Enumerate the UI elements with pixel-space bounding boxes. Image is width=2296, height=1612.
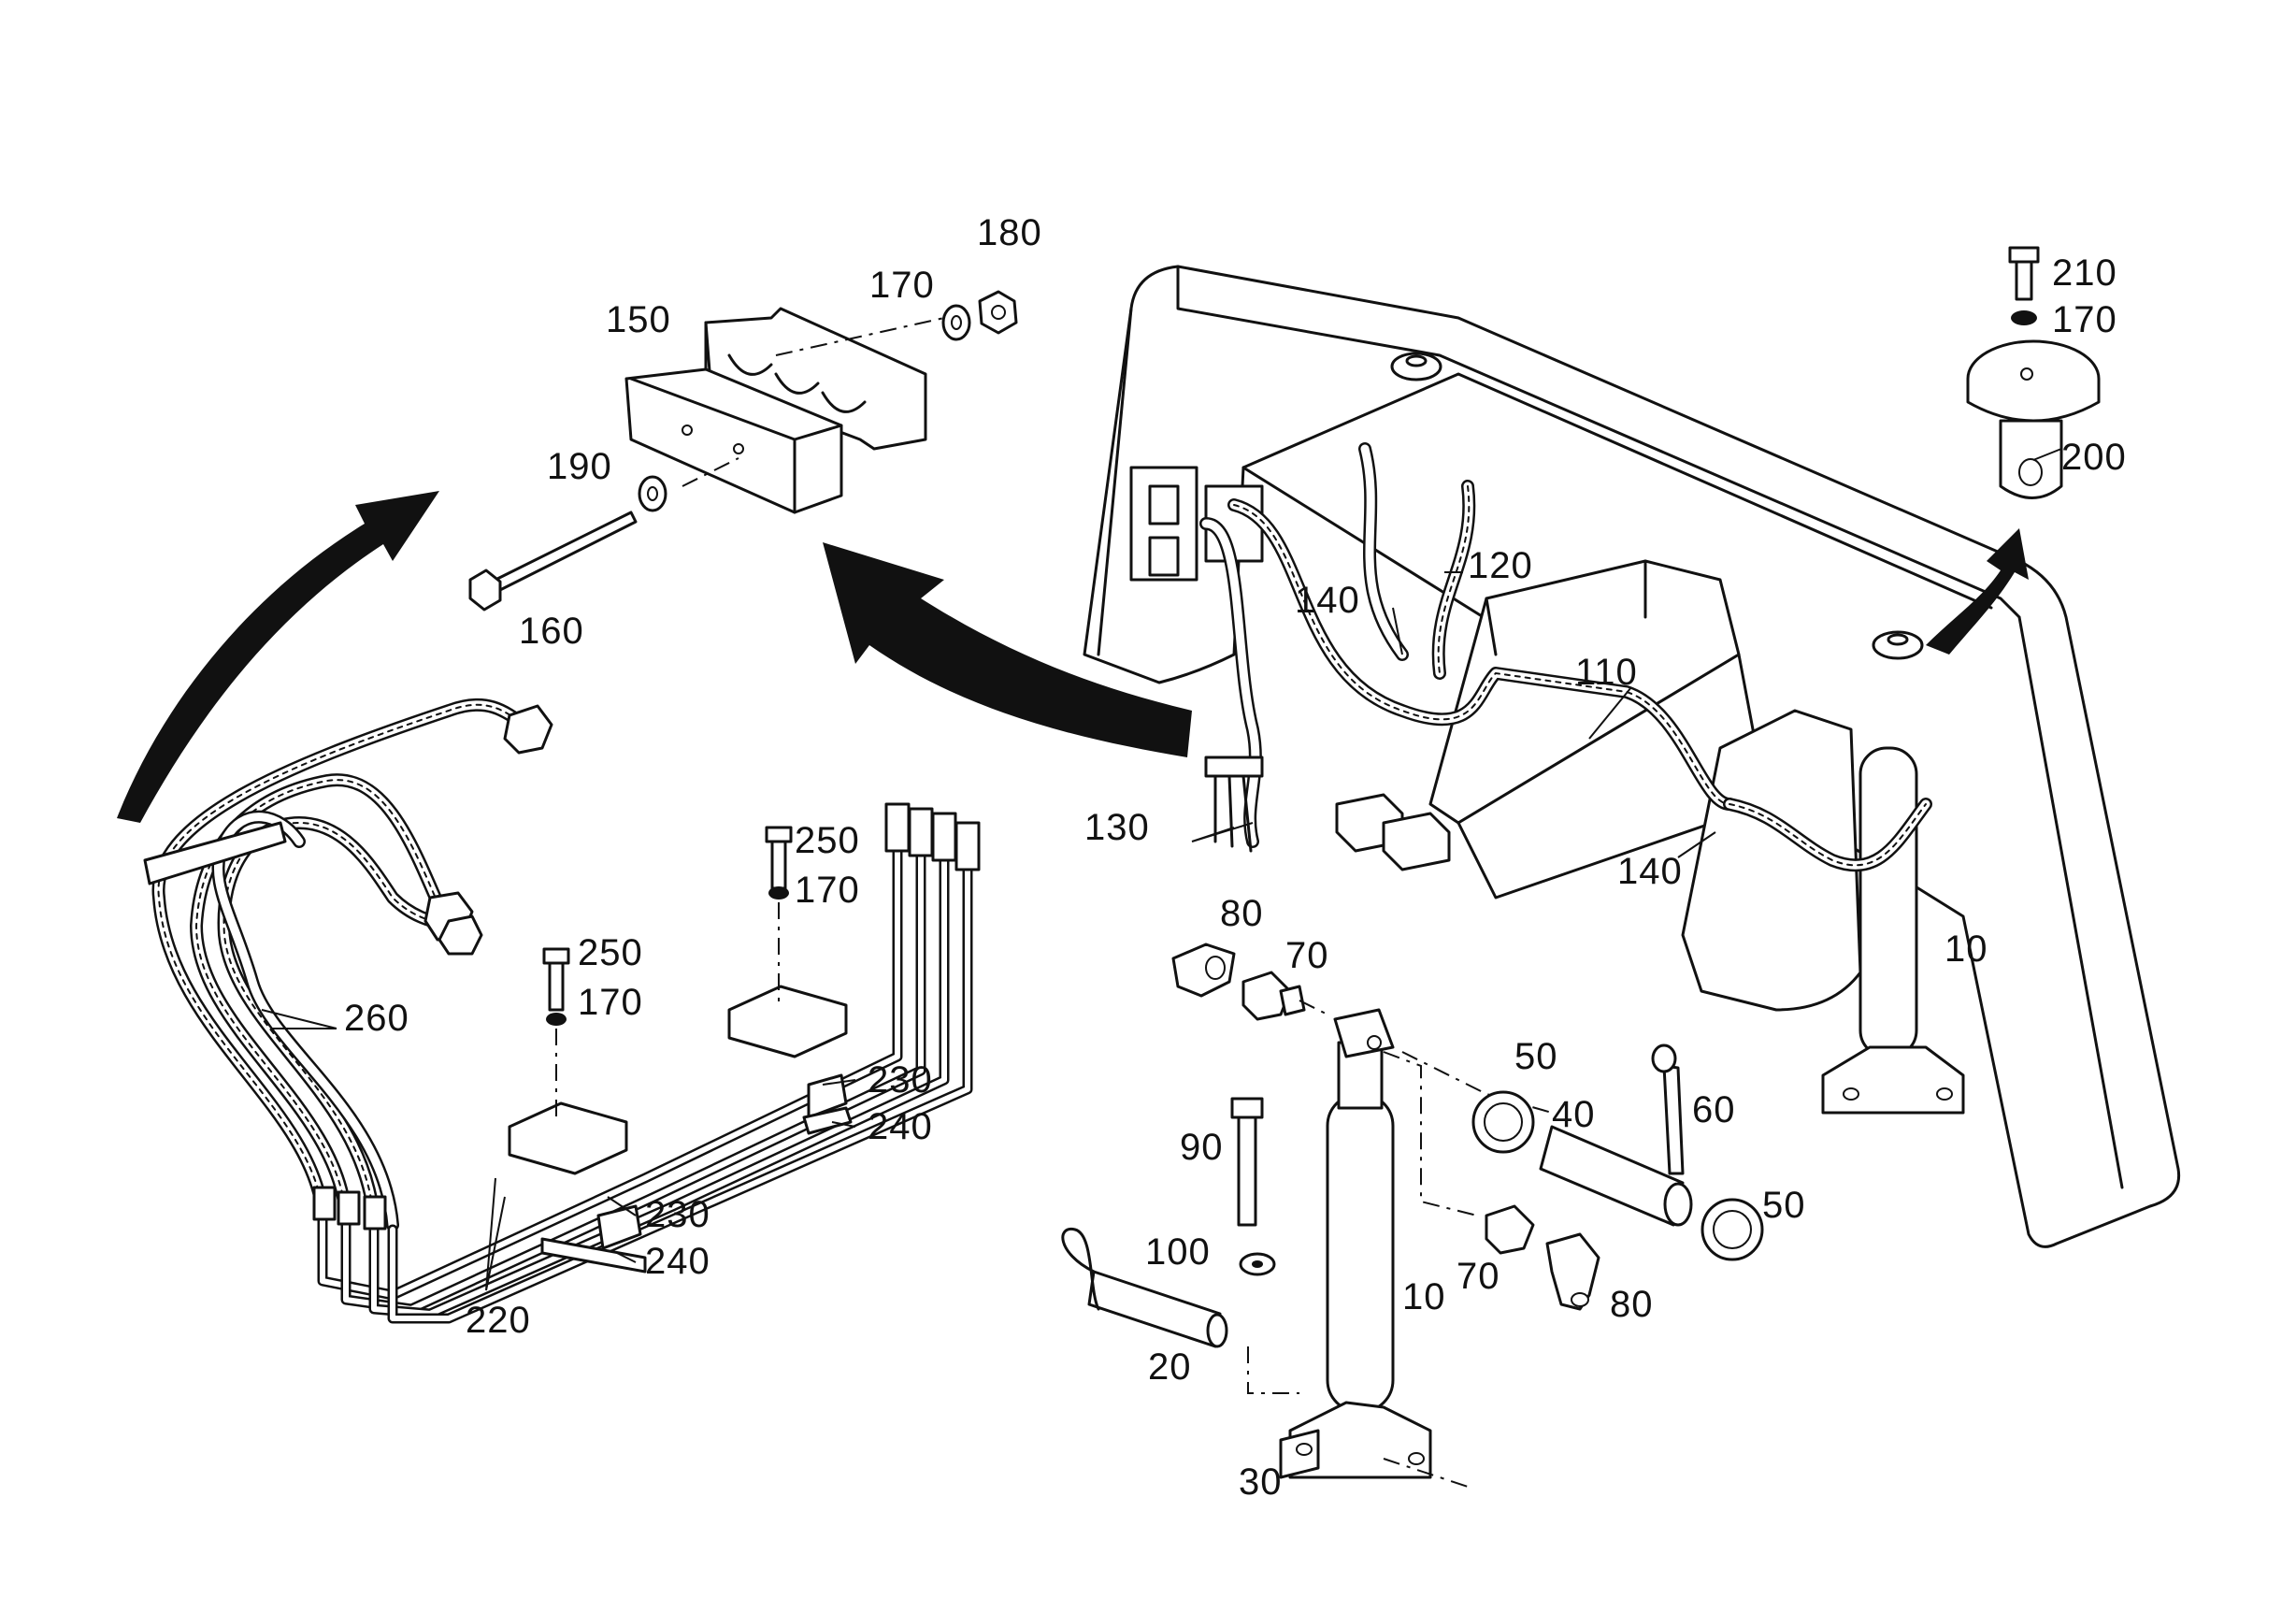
callout-250-a: 250 bbox=[795, 820, 860, 861]
callout-210: 210 bbox=[2052, 252, 2117, 294]
callout-50-b: 50 bbox=[1762, 1185, 1806, 1226]
callout-40: 40 bbox=[1552, 1094, 1596, 1135]
frame-assembly bbox=[1083, 265, 2181, 1248]
callout-190: 190 bbox=[547, 446, 612, 487]
callout-240-b: 240 bbox=[645, 1241, 710, 1282]
callout-180: 180 bbox=[977, 212, 1042, 253]
callout-140-a: 140 bbox=[1295, 580, 1360, 621]
clamp-assembly bbox=[468, 290, 1018, 612]
callout-140-b: 140 bbox=[1617, 851, 1683, 892]
callout-130: 130 bbox=[1084, 807, 1150, 848]
callout-60: 60 bbox=[1692, 1089, 1736, 1130]
callout-200: 200 bbox=[2061, 437, 2127, 478]
callout-110: 110 bbox=[1575, 652, 1638, 693]
hydraulic-lines bbox=[143, 698, 981, 1324]
callout-160: 160 bbox=[519, 611, 584, 652]
callout-80-b: 80 bbox=[1610, 1284, 1654, 1325]
callout-70-a: 70 bbox=[1285, 935, 1329, 976]
callout-250-b: 250 bbox=[578, 932, 643, 973]
arrows bbox=[117, 491, 2029, 823]
callout-100: 100 bbox=[1145, 1231, 1211, 1273]
callout-230-b: 230 bbox=[645, 1194, 710, 1235]
callout-120: 120 bbox=[1468, 545, 1533, 586]
callout-230-a: 230 bbox=[868, 1059, 933, 1101]
callout-labels: 10 10 20 30 40 50 50 60 70 70 80 80 90 1… bbox=[344, 212, 2127, 1503]
callout-170-clamp: 170 bbox=[869, 265, 935, 306]
cylinder-assembly bbox=[1061, 943, 1764, 1488]
callout-220: 220 bbox=[466, 1300, 531, 1341]
callout-240-a: 240 bbox=[868, 1106, 933, 1147]
callout-10-frame: 10 bbox=[1944, 928, 1988, 970]
callout-260: 260 bbox=[344, 998, 409, 1039]
callout-90: 90 bbox=[1180, 1127, 1224, 1168]
pivot-cap bbox=[1966, 246, 2101, 499]
callout-170-cap: 170 bbox=[2052, 299, 2117, 340]
callout-170-a: 170 bbox=[795, 870, 860, 911]
callout-170-b: 170 bbox=[578, 982, 643, 1023]
callout-leaders bbox=[261, 448, 2062, 1291]
callout-70-b: 70 bbox=[1457, 1256, 1500, 1297]
callout-50-a: 50 bbox=[1514, 1036, 1558, 1077]
callout-80-a: 80 bbox=[1220, 893, 1264, 934]
callout-30: 30 bbox=[1239, 1461, 1283, 1503]
callout-150: 150 bbox=[606, 299, 671, 340]
callout-20: 20 bbox=[1148, 1346, 1192, 1388]
callout-10-cylinder: 10 bbox=[1402, 1276, 1446, 1317]
